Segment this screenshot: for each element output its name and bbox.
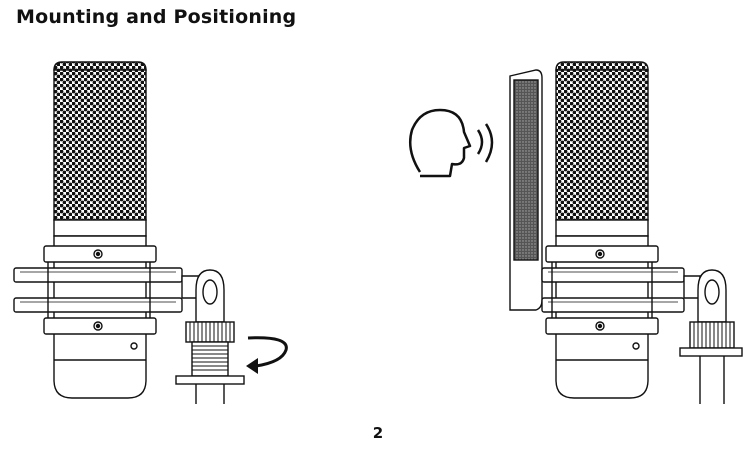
rotate-arrow-icon bbox=[246, 336, 288, 374]
mic-grille bbox=[53, 69, 147, 221]
microphone-right bbox=[509, 61, 743, 404]
page-number: 2 bbox=[372, 424, 384, 442]
microphone-left bbox=[13, 61, 245, 404]
page-title: Mounting and Positioning bbox=[16, 6, 297, 28]
speaking-head-icon bbox=[409, 108, 494, 178]
pop-filter bbox=[513, 79, 539, 261]
